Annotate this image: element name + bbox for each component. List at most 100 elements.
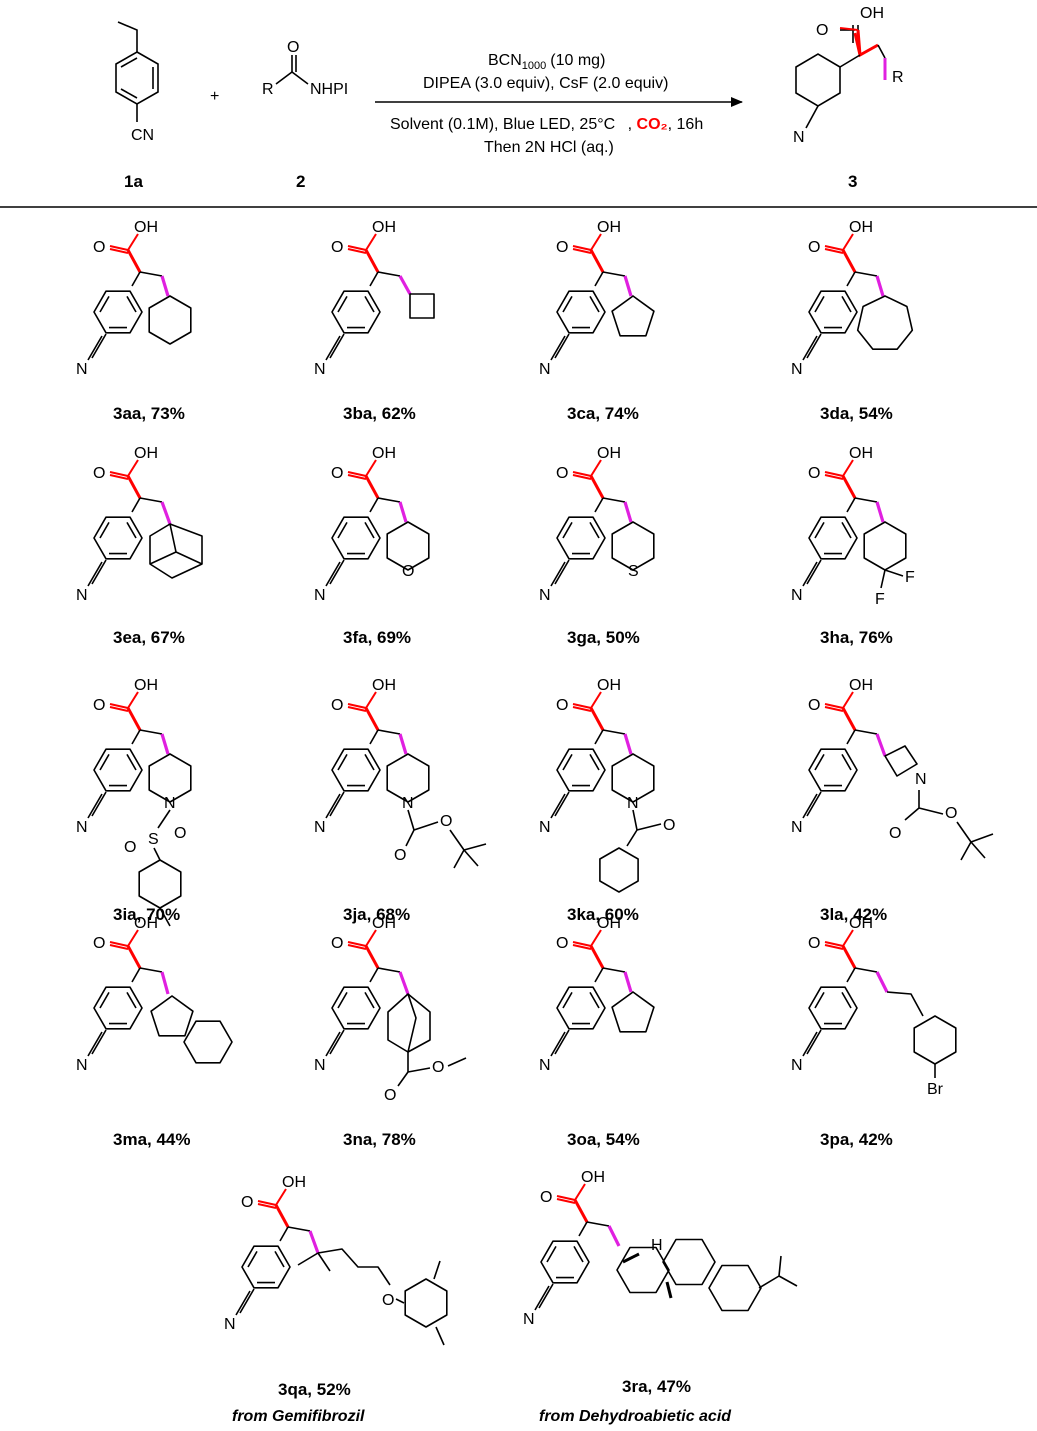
carbonyl-o-label: O: [889, 825, 901, 842]
oxygen-label: O: [808, 465, 820, 482]
product-label: 3ka, 60%: [567, 905, 639, 924]
product-label: 3ca, 74%: [567, 404, 639, 423]
product-label: 3ba, 62%: [343, 404, 416, 423]
hydroxyl-label: OH: [849, 677, 873, 694]
hydroxyl-label: OH: [597, 445, 621, 462]
oxygen-label: O: [331, 239, 343, 256]
product-oh-label: OH: [860, 5, 884, 22]
product-r-label: R: [892, 69, 904, 86]
ring-o-label: O: [402, 563, 414, 580]
product-label: 3ha, 76%: [820, 628, 893, 647]
nitrile-n-label: N: [539, 1057, 551, 1074]
nitrile-n-label: N: [314, 1057, 326, 1074]
carbonyl-o-label: O: [384, 1087, 396, 1104]
nitrile-n-label: N: [76, 587, 88, 604]
nitrile-n-label: N: [791, 587, 803, 604]
product-3na: O OH N O O 3na, 78%: [314, 915, 467, 1149]
oxygen-label: O: [808, 239, 820, 256]
oxygen-label: O: [556, 935, 568, 952]
hydroxyl-label: OH: [282, 1174, 306, 1191]
hydroxyl-label: OH: [372, 677, 396, 694]
bases-text: DIPEA (3.0 equiv), CsF (2.0 equiv): [423, 75, 668, 92]
ester-o-label: O: [440, 813, 452, 830]
oxygen-label: O: [556, 465, 568, 482]
oxygen-label: O: [93, 239, 105, 256]
ether-o-label: O: [382, 1292, 394, 1309]
hydroxyl-label: OH: [134, 915, 158, 932]
nitrile-n-label: N: [76, 361, 88, 378]
ring-n-label: N: [627, 795, 639, 812]
cn-atom-label: CN: [131, 127, 154, 144]
oxygen-label: O: [808, 935, 820, 952]
hydroxyl-label: OH: [372, 219, 396, 236]
nitrile-n-label: N: [224, 1316, 236, 1333]
product-label: 3pa, 42%: [820, 1130, 893, 1149]
product-3-structure: [795, 25, 887, 129]
ring-s-label: S: [628, 563, 639, 580]
nitrile-n-label: N: [791, 1057, 803, 1074]
reactant-1a-structure: [115, 21, 159, 122]
product-3aa: O OH N 3aa, 73%: [76, 219, 192, 423]
oxygen-label: O: [331, 935, 343, 952]
r-atom-label: R: [262, 81, 274, 98]
hydroxyl-label: OH: [372, 445, 396, 462]
nitrile-n-label: N: [76, 819, 88, 836]
carbonyl-o-label: O: [663, 817, 675, 834]
sulfonyl-o-label: O: [174, 825, 186, 842]
bromine-label: Br: [927, 1081, 944, 1098]
nitrile-n-label: N: [314, 819, 326, 836]
product-label: 3aa, 73%: [113, 404, 185, 423]
oxygen-label: O: [331, 697, 343, 714]
product-source-note: from Dehydroabietic acid: [539, 1408, 732, 1425]
nitrile-n-label: N: [791, 819, 803, 836]
reagent-1a-label: 1a: [124, 172, 143, 191]
oxygen-label: O: [540, 1189, 552, 1206]
catalyst-text: BCN1000(10 mg): [488, 52, 605, 72]
ring-n-label: N: [164, 795, 176, 812]
hydroxyl-label: OH: [372, 915, 396, 932]
nhpi-label: NHPI: [310, 81, 348, 98]
product-label: 3la, 42%: [820, 905, 887, 924]
oxygen-label: O: [556, 697, 568, 714]
o-atom-label: O: [287, 39, 299, 56]
product-label: 3na, 78%: [343, 1130, 416, 1149]
product-label: 3fa, 69%: [343, 628, 411, 647]
hydroxyl-label: OH: [597, 219, 621, 236]
workup-text: Then 2N HCl (aq.): [484, 139, 614, 156]
product-label: 3ra, 47%: [622, 1377, 691, 1396]
hydroxyl-label: OH: [597, 677, 621, 694]
reagent-2-label: 2: [296, 172, 305, 191]
product-label: 3da, 54%: [820, 404, 893, 423]
nitrile-n-label: N: [539, 361, 551, 378]
fluorine-label: F: [905, 569, 915, 586]
ester-o-label: O: [945, 805, 957, 822]
product-source-note: from Gemifibrozil: [232, 1408, 365, 1425]
hydroxyl-label: OH: [581, 1169, 605, 1186]
nitrile-n-label: N: [791, 361, 803, 378]
product-label: 3ea, 67%: [113, 628, 185, 647]
oxygen-label: O: [241, 1194, 253, 1211]
plus-sign: +: [210, 88, 219, 105]
sulfonyl-o-label: O: [124, 839, 136, 856]
hydroxyl-label: OH: [134, 219, 158, 236]
reactant-2-structure: [275, 55, 309, 85]
hydroxyl-label: OH: [134, 445, 158, 462]
ring-n-label: N: [915, 771, 927, 788]
ester-o-label: O: [432, 1059, 444, 1076]
ring-n-label: N: [402, 795, 414, 812]
nitrile-n-label: N: [314, 587, 326, 604]
product-label: 3ga, 50%: [567, 628, 640, 647]
nitrile-n-label: N: [523, 1311, 535, 1328]
